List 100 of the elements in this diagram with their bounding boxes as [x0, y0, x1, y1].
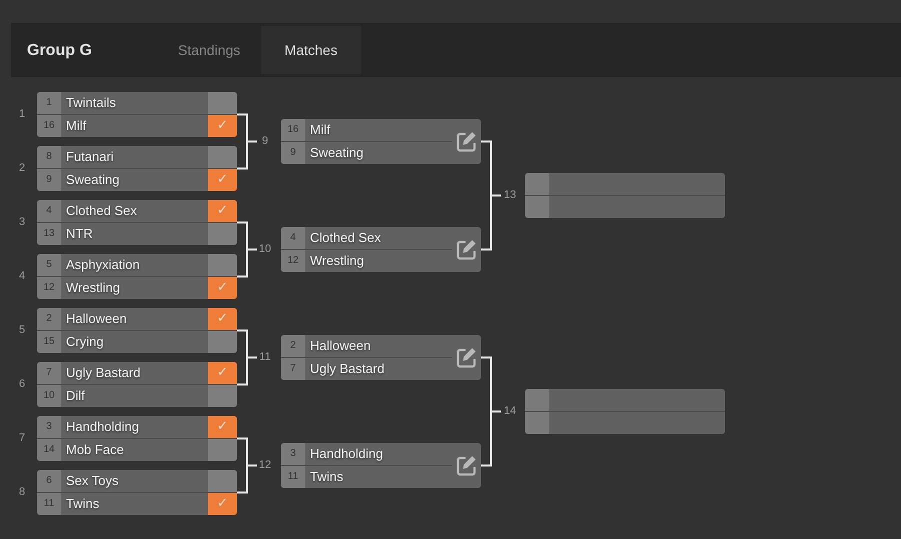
team-name: Sweating: [310, 144, 364, 162]
team-row: [37, 308, 237, 330]
team-name: Mob Face: [66, 441, 124, 459]
team-name: Halloween: [310, 337, 371, 355]
match-number: 2: [18, 162, 26, 175]
winner-check-mark: ✓: [208, 200, 237, 222]
bracket-connector: [237, 140, 257, 170]
team-row: [37, 92, 237, 114]
team-row: [281, 357, 452, 380]
match-number: 13: [502, 189, 518, 202]
team-row: [281, 335, 452, 357]
seed-number: 15: [37, 331, 61, 353]
match-number: 5: [18, 324, 26, 337]
winner-check-mark: ✓: [208, 169, 237, 191]
winner-check-mark: ✓: [208, 416, 237, 438]
match-number: 8: [18, 486, 26, 499]
bracket-connector: [481, 194, 501, 250]
team-row: [37, 168, 237, 191]
bracket-connector: [237, 356, 257, 386]
seed-number: 2: [281, 335, 305, 357]
team-row: [281, 141, 452, 164]
seed-number: 11: [37, 493, 61, 515]
match-number: 1: [18, 108, 26, 121]
seed-number: 12: [37, 277, 61, 299]
team-row: [37, 200, 237, 222]
match-number: 9: [260, 135, 270, 148]
team-name: Clothed Sex: [66, 202, 137, 220]
team-name: Crying: [66, 333, 104, 351]
seed-number: 3: [281, 443, 305, 465]
winner-check-mark: ✓: [208, 362, 237, 384]
team-name: Dilf: [66, 387, 85, 405]
seed-number: 2: [37, 308, 61, 330]
team-name: Clothed Sex: [310, 229, 381, 247]
team-row: [525, 195, 725, 218]
team-row: [37, 416, 237, 438]
seed-number: 10: [37, 385, 61, 407]
team-name: Handholding: [310, 445, 384, 463]
team-row: [281, 443, 452, 465]
team-row: [37, 276, 237, 299]
match-number: 11: [258, 351, 272, 364]
bracket-connector: [237, 464, 257, 494]
team-row: [525, 389, 725, 411]
team-row: [37, 114, 237, 137]
team-name: Milf: [66, 117, 86, 135]
seed-number: 5: [37, 254, 61, 276]
seed-number: 1: [37, 92, 61, 114]
seed-number: 16: [37, 115, 61, 137]
team-row: [37, 384, 237, 407]
team-name: Wrestling: [66, 279, 120, 297]
bracket-connector: [481, 410, 501, 466]
seed-number: 8: [37, 146, 61, 168]
match-number: 7: [18, 432, 26, 445]
team-row: [37, 470, 237, 492]
team-row: [37, 438, 237, 461]
seed-number: 9: [37, 169, 61, 191]
match-number: 14: [502, 405, 518, 418]
team-row: [37, 362, 237, 384]
seed-number: 3: [37, 416, 61, 438]
seed-number: 12: [281, 250, 305, 272]
winner-check-mark: ✓: [208, 308, 237, 330]
match-number: 4: [18, 270, 26, 283]
team-row: [281, 465, 452, 488]
team-row: [281, 119, 452, 141]
team-name: Wrestling: [310, 252, 364, 270]
winner-check-mark: ✓: [208, 115, 237, 137]
team-row: [37, 330, 237, 353]
matches-tab: Matches: [261, 26, 361, 74]
seed-number: 11: [281, 466, 305, 488]
team-row: [281, 249, 452, 272]
team-name: Milf: [310, 121, 330, 139]
match-number: 6: [18, 378, 26, 391]
team-name: Asphyxiation: [66, 256, 140, 274]
team-name: Ugly Bastard: [66, 364, 140, 382]
team-row: [281, 227, 452, 249]
team-name: Handholding: [66, 418, 140, 436]
winner-check-mark: ✓: [208, 277, 237, 299]
team-name: Twins: [66, 495, 100, 513]
standings-label: Standings: [178, 42, 240, 59]
seed-number: 14: [37, 439, 61, 461]
match-number: 10: [258, 243, 272, 256]
group-title: Group G: [27, 41, 92, 60]
team-name: Sweating: [66, 171, 120, 189]
team-name: Ugly Bastard: [310, 360, 384, 378]
team-row: [37, 492, 237, 515]
match-number: 12: [258, 459, 272, 472]
team-name: NTR: [66, 225, 93, 243]
seed-number: 16: [281, 119, 305, 141]
seed-number: 6: [37, 470, 61, 492]
team-name: Halloween: [66, 310, 127, 328]
match-number: 3: [18, 216, 26, 229]
team-row: [37, 254, 237, 276]
seed-number: 9: [281, 142, 305, 164]
team-row: [37, 222, 237, 245]
team-name: Futanari: [66, 148, 114, 166]
bracket-connector: [237, 248, 257, 278]
seed-number: 7: [281, 358, 305, 380]
seed-number: 4: [281, 227, 305, 249]
team-name: Sex Toys: [66, 472, 119, 490]
team-row: [525, 411, 725, 434]
seed-number: 4: [37, 200, 61, 222]
